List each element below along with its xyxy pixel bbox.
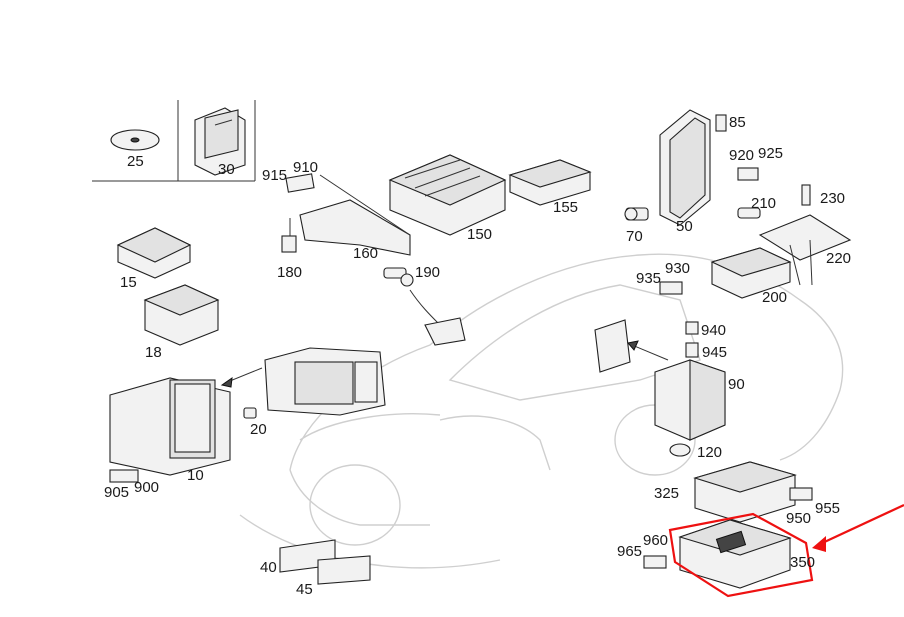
label-940: 940 bbox=[701, 322, 726, 339]
label-325: 325 bbox=[654, 485, 679, 502]
manual-icon bbox=[194, 107, 246, 176]
bracket-assembly bbox=[281, 173, 466, 346]
display-unit bbox=[264, 347, 386, 416]
label-910: 910 bbox=[293, 159, 318, 176]
label-955: 955 bbox=[815, 500, 840, 517]
module-90 bbox=[594, 319, 726, 457]
label-210: 210 bbox=[751, 195, 776, 212]
highlight-arrow bbox=[817, 504, 904, 546]
label-960: 960 bbox=[643, 532, 668, 549]
label-18: 18 bbox=[145, 344, 162, 361]
label-120: 120 bbox=[697, 444, 722, 461]
label-70: 70 bbox=[626, 228, 643, 245]
label-50: 50 bbox=[676, 218, 693, 235]
label-155: 155 bbox=[553, 199, 578, 216]
module-18 bbox=[143, 284, 220, 346]
label-15: 15 bbox=[120, 274, 137, 291]
label-200: 200 bbox=[762, 289, 787, 306]
label-190: 190 bbox=[415, 264, 440, 281]
label-10: 10 bbox=[187, 467, 204, 484]
arrow-head-left bbox=[220, 376, 233, 388]
label-905: 905 bbox=[104, 484, 129, 501]
label-180: 180 bbox=[277, 264, 302, 281]
labels-40-45 bbox=[279, 539, 371, 585]
label-40: 40 bbox=[260, 559, 277, 576]
label-945: 945 bbox=[702, 344, 727, 361]
arrow-to-90 bbox=[631, 344, 669, 361]
label-920: 920 bbox=[729, 147, 754, 164]
label-965: 965 bbox=[617, 543, 642, 560]
amplifier-150 bbox=[388, 154, 507, 236]
changer-50 bbox=[624, 109, 727, 226]
label-935: 935 bbox=[636, 270, 661, 287]
booklet-cd-group bbox=[92, 100, 256, 182]
label-85: 85 bbox=[729, 114, 746, 131]
label-45: 45 bbox=[296, 581, 313, 598]
highlight-box bbox=[668, 512, 814, 598]
label-950: 950 bbox=[786, 510, 811, 527]
label-220: 220 bbox=[826, 250, 851, 267]
connector-950 bbox=[789, 487, 813, 501]
bracket-220 bbox=[737, 184, 852, 286]
label-150: 150 bbox=[467, 226, 492, 243]
label-930: 930 bbox=[665, 260, 690, 277]
label-20: 20 bbox=[250, 421, 267, 438]
label-230: 230 bbox=[820, 190, 845, 207]
connector-920 bbox=[737, 167, 759, 181]
connector-930 bbox=[659, 281, 683, 295]
module-350[interactable] bbox=[643, 519, 792, 589]
label-90: 90 bbox=[728, 376, 745, 393]
connector-960 bbox=[643, 555, 667, 569]
label-160: 160 bbox=[353, 245, 378, 262]
label-25: 25 bbox=[127, 153, 144, 170]
module-200 bbox=[710, 247, 792, 299]
label-30: 30 bbox=[218, 161, 235, 178]
module-325 bbox=[693, 461, 797, 523]
module-155 bbox=[508, 159, 592, 206]
label-900: 900 bbox=[134, 479, 159, 496]
head-unit-10 bbox=[109, 377, 257, 483]
label-925: 925 bbox=[758, 145, 783, 162]
module-15 bbox=[116, 227, 192, 279]
label-350: 350 bbox=[790, 554, 815, 571]
label-915: 915 bbox=[262, 167, 287, 184]
